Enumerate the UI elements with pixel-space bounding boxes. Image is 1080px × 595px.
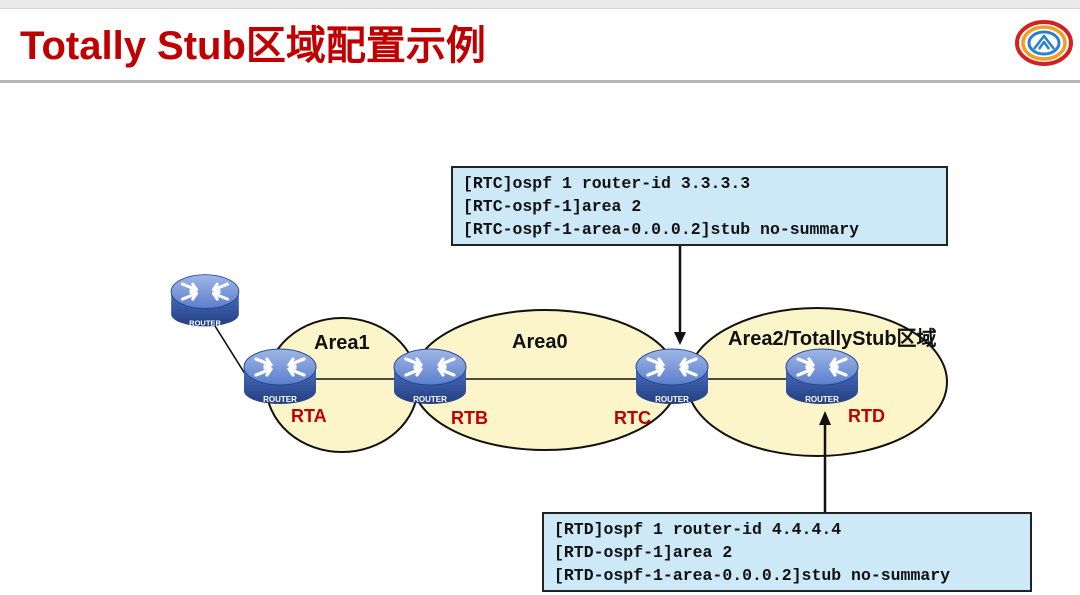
area2-label: Area2/TotallyStub区域 xyxy=(728,328,937,350)
area0-label: Area0 xyxy=(512,331,568,353)
router-icon-rta: ROUTER xyxy=(242,347,318,406)
svg-text:ROUTER: ROUTER xyxy=(189,318,221,327)
router-label-rtd: RTD xyxy=(848,406,885,426)
router-label-rtc: RTC xyxy=(614,408,651,428)
top-strip xyxy=(0,0,1080,9)
router-icon-external: ROUTER xyxy=(169,273,241,328)
router-icon-rtb: ROUTER xyxy=(392,347,468,406)
rtc-config-line: [RTC-ospf-1]area 2 xyxy=(463,197,642,216)
router-icon-rtd: ROUTER xyxy=(784,347,860,406)
arrow-to-rtc xyxy=(674,246,686,345)
title-divider xyxy=(0,80,1080,83)
rtc-config-line: [RTC]ospf 1 router-id 3.3.3.3 xyxy=(463,174,751,193)
router-label-rta: RTA xyxy=(291,406,327,426)
svg-text:ROUTER: ROUTER xyxy=(263,395,297,404)
logo-icon xyxy=(1015,20,1073,66)
rtd-config-line: [RTD-ospf-1]area 2 xyxy=(554,543,733,562)
svg-text:ROUTER: ROUTER xyxy=(655,395,689,404)
router-icon-rtc: ROUTER xyxy=(634,347,710,406)
rtd-config-box: [RTD]ospf 1 router-id 4.4.4.4 [RTD-ospf-… xyxy=(542,512,1032,592)
slide-title: Totally Stub区域配置示例 xyxy=(20,24,486,68)
rtd-config-line: [RTD-ospf-1-area-0.0.0.2]stub no-summary xyxy=(554,566,951,585)
router-label-rtb: RTB xyxy=(451,408,488,428)
rtc-config-line: [RTC-ospf-1-area-0.0.0.2]stub no-summary xyxy=(463,220,860,239)
rtd-config-line: [RTD]ospf 1 router-id 4.4.4.4 xyxy=(554,520,842,539)
svg-text:ROUTER: ROUTER xyxy=(805,395,839,404)
area1-label: Area1 xyxy=(314,332,370,354)
rtc-config-box: [RTC]ospf 1 router-id 3.3.3.3 [RTC-ospf-… xyxy=(451,166,948,246)
svg-text:ROUTER: ROUTER xyxy=(413,395,447,404)
arrow-to-rtd xyxy=(819,411,831,512)
